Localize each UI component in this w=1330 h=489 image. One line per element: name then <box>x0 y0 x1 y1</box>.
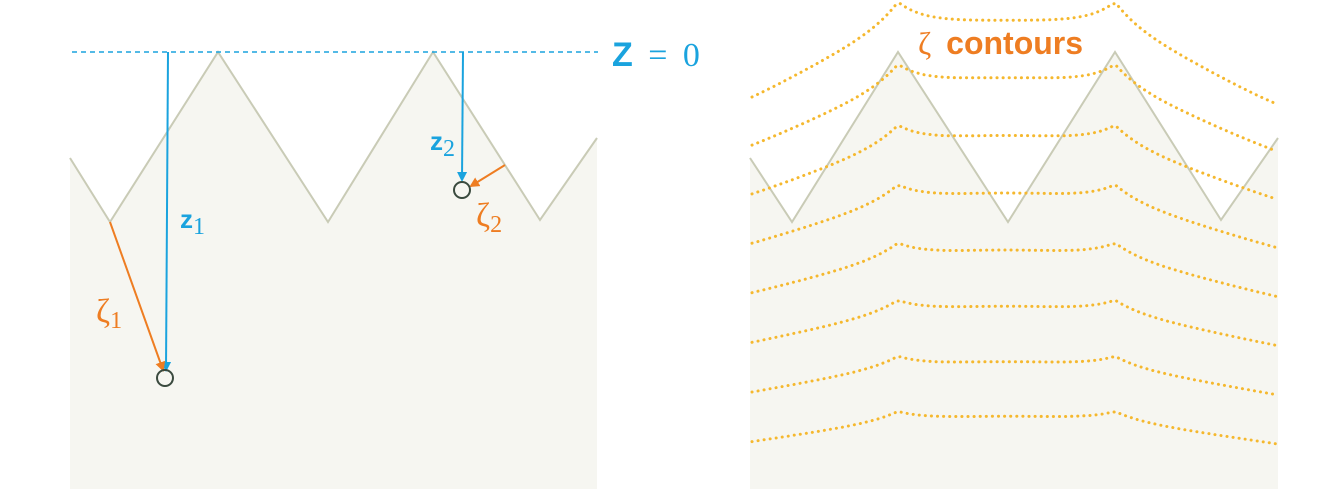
right-terrain-edge <box>749 50 1279 224</box>
zeta-contour-line <box>750 183 1278 249</box>
right-panel: ζ contours <box>749 1 1279 489</box>
z1-arrow <box>161 51 172 372</box>
zeta-contours <box>750 1 1278 446</box>
zeta1-label: ζ1 <box>96 293 122 334</box>
zeta-contour-line <box>750 1 1278 106</box>
zeta-contour-line <box>750 63 1278 153</box>
left-terrain <box>70 52 597 489</box>
zeta2-arrow <box>469 164 506 188</box>
zeta1-arrow <box>109 221 166 372</box>
zeta-contour-line <box>750 355 1278 396</box>
z2-label: z2 <box>430 126 455 162</box>
contours-title: ζ contours <box>918 25 1083 61</box>
point-2 <box>453 181 471 199</box>
zeta-contour-line <box>750 124 1278 201</box>
left-panel: Z = 0 z1 ζ1 z2 ζ2 <box>69 36 700 489</box>
z1-label: z1 <box>180 204 205 240</box>
zeta-contour-line <box>750 299 1278 347</box>
z2-arrow <box>457 51 468 182</box>
datum-label: Z = 0 <box>612 36 700 74</box>
zeta2-label: ζ2 <box>476 197 502 238</box>
zeta-contour-line <box>750 242 1278 298</box>
right-terrain <box>750 52 1278 489</box>
point-1 <box>156 369 174 387</box>
